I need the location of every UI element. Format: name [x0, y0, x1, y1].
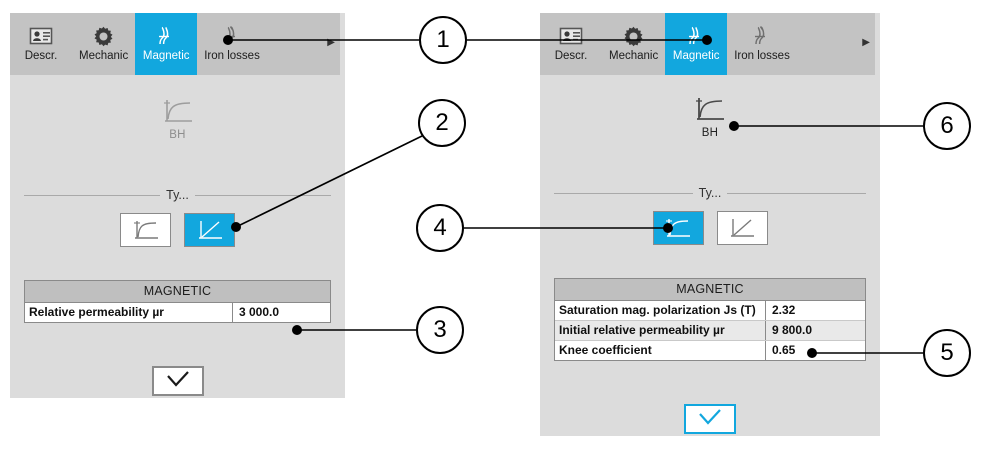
bh-label: BH — [169, 129, 186, 141]
iron-losses-icon — [750, 25, 774, 47]
hysteresis-icon — [684, 25, 708, 47]
tab-iron-losses-left[interactable]: Iron losses — [197, 13, 267, 75]
type-button-group-right — [540, 211, 880, 245]
chevron-right-icon: ▶ — [862, 36, 870, 48]
property-value[interactable]: 0.65 — [765, 341, 865, 360]
group-separator-type-right: Ty... — [554, 186, 866, 200]
gear-icon — [92, 25, 116, 47]
bh-label: BH — [701, 127, 719, 139]
property-name: Saturation mag. polarization Js (T) — [559, 303, 756, 317]
chevron-right-icon: ▶ — [327, 36, 335, 48]
callout-number: 5 — [940, 339, 954, 366]
type-button-linear-right[interactable] — [716, 211, 768, 245]
callout-number: 2 — [435, 109, 449, 136]
group-title: Ty... — [698, 186, 722, 200]
tab-bar-right: Descr. Mechanic Magnetic — [540, 13, 875, 75]
type-button-group-left — [10, 213, 345, 247]
tab-label: Mechanic — [609, 50, 659, 62]
tab-label: Mechanic — [79, 50, 129, 62]
linear-slope-icon — [725, 216, 759, 240]
type-button-saturation-right[interactable] — [652, 211, 704, 245]
tab-overflow-arrow-left[interactable]: ▶ — [327, 13, 340, 75]
check-icon — [165, 370, 191, 393]
bh-button-right[interactable]: BH — [540, 95, 880, 139]
callout-2: 2 — [418, 99, 466, 147]
table-row[interactable]: Knee coefficient 0.65 — [555, 341, 865, 360]
table-header: MAGNETIC — [25, 281, 330, 303]
tab-label: Iron losses — [204, 50, 260, 62]
bh-curve-icon — [160, 97, 196, 127]
gear-icon — [622, 25, 646, 47]
tab-mechanic-left[interactable]: Mechanic — [72, 13, 135, 75]
id-card-icon — [559, 25, 583, 47]
callout-6: 6 — [923, 102, 971, 150]
material-panel-left: Descr. Mechanic Magnetic — [10, 13, 345, 398]
bh-button-left[interactable]: BH — [10, 97, 345, 141]
table-row[interactable]: Relative permeability µr 3 000.0 — [25, 303, 330, 322]
iron-losses-icon — [220, 25, 244, 47]
property-value[interactable]: 2.32 — [765, 301, 865, 320]
property-name: Relative permeability µr — [29, 305, 164, 319]
type-button-linear-left[interactable] — [184, 213, 235, 247]
tab-label: Descr. — [554, 50, 588, 62]
bh-curve-icon — [692, 95, 728, 125]
separator-rule — [554, 192, 693, 194]
tab-bar-left: Descr. Mechanic Magnetic — [10, 13, 340, 75]
tab-mechanic-right[interactable]: Mechanic — [602, 13, 665, 75]
property-value[interactable]: 9 800.0 — [765, 321, 865, 340]
tab-label: Descr. — [24, 50, 58, 62]
callout-number: 4 — [433, 214, 447, 241]
material-panel-right: Descr. Mechanic Magnetic — [540, 13, 880, 436]
tab-overflow-arrow-right[interactable]: ▶ — [862, 13, 875, 75]
tab-magnetic-right[interactable]: Magnetic — [665, 13, 728, 75]
panel-body-right: BH Ty... — [540, 75, 880, 436]
check-icon — [697, 408, 723, 431]
callout-number: 1 — [436, 26, 450, 53]
tab-label: Iron losses — [734, 50, 790, 62]
group-separator-type-left: Ty... — [24, 188, 331, 202]
tab-descr-right[interactable]: Descr. — [540, 13, 602, 75]
tab-iron-losses-right[interactable]: Iron losses — [727, 13, 797, 75]
linear-slope-icon — [193, 218, 227, 242]
tab-label: Magnetic — [142, 50, 190, 62]
separator-rule — [24, 194, 161, 196]
callout-1: 1 — [419, 16, 467, 64]
callout-number: 3 — [433, 316, 447, 343]
table-row[interactable]: Initial relative permeability µr 9 800.0 — [555, 321, 865, 341]
tab-descr-left[interactable]: Descr. — [10, 13, 72, 75]
table-header: MAGNETIC — [555, 279, 865, 301]
panel-body-left: BH Ty... — [10, 75, 345, 398]
callout-3: 3 — [416, 306, 464, 354]
group-title: Ty... — [166, 188, 189, 202]
property-name: Initial relative permeability µr — [559, 323, 725, 337]
tab-label: Magnetic — [672, 50, 720, 62]
id-card-icon — [29, 25, 53, 47]
callout-5: 5 — [923, 329, 971, 377]
saturation-curve-icon — [661, 216, 695, 240]
type-button-saturation-left[interactable] — [120, 213, 171, 247]
callout-4: 4 — [416, 204, 464, 252]
property-name: Knee coefficient — [559, 343, 652, 357]
hysteresis-icon — [154, 25, 178, 47]
magnetic-property-table-left: MAGNETIC Relative permeability µr 3 000.… — [24, 280, 331, 323]
separator-rule — [727, 192, 866, 194]
validate-button-right[interactable] — [684, 404, 736, 434]
property-value[interactable]: 3 000.0 — [232, 303, 330, 322]
callout-number: 6 — [940, 112, 954, 139]
magnetic-property-table-right: MAGNETIC Saturation mag. polarization Js… — [554, 278, 866, 361]
separator-rule — [194, 194, 331, 196]
saturation-curve-icon — [129, 218, 163, 242]
tab-magnetic-left[interactable]: Magnetic — [135, 13, 198, 75]
validate-button-left[interactable] — [151, 366, 204, 396]
table-row[interactable]: Saturation mag. polarization Js (T) 2.32 — [555, 301, 865, 321]
